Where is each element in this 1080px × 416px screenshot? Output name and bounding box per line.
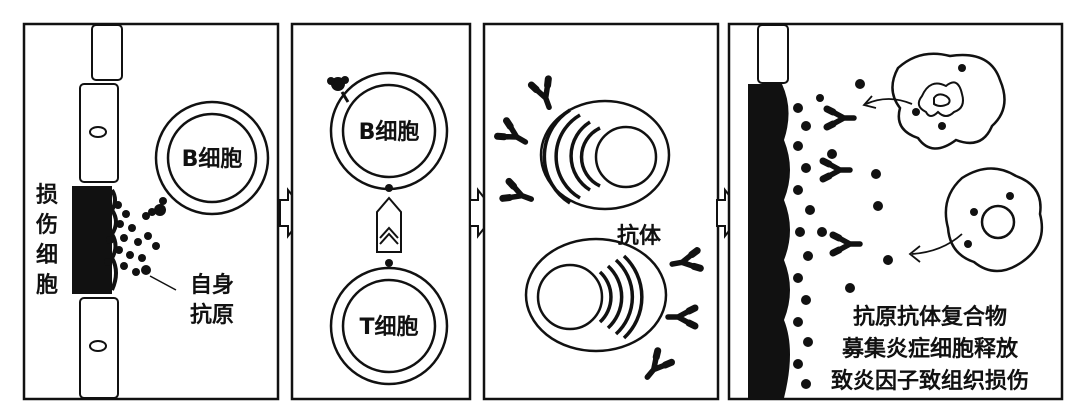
- b-cell-label-panel-2: B细胞: [359, 119, 420, 145]
- panel-4: 抗原抗体复合物 募集炎症细胞释放 致炎因子致组织损伤: [727, 22, 1064, 401]
- panel-3: 抗体: [482, 22, 720, 401]
- immune-complex-dots: [793, 79, 893, 389]
- damaged-cell-label-1: 损: [36, 183, 58, 208]
- b-cell-contact-dot: [385, 184, 393, 192]
- panel-1: 损 伤 细 胞 B细胞 自身 抗原: [22, 22, 280, 401]
- autoantigen-label-1: 自身: [190, 272, 234, 298]
- b-cell-label-panel-1: B细胞: [182, 146, 243, 172]
- recruit-arrow-top: [865, 98, 913, 105]
- damaged-cell: [72, 186, 112, 294]
- caption-line-2: 募集炎症细胞释放: [841, 336, 1019, 362]
- damaged-cell-label-3: 细: [36, 242, 58, 268]
- b-cell-panel-1: B细胞: [154, 100, 270, 216]
- plasma-cell-top: [539, 99, 671, 211]
- caption-line-3: 致炎因子致组织损伤: [831, 368, 1029, 394]
- inflammatory-cell-top: [891, 52, 1006, 150]
- autoantigen-dot: [141, 265, 151, 275]
- t-cell: T细胞: [329, 266, 449, 386]
- inflammatory-cell-bottom: [944, 167, 1044, 273]
- antibody-label: 抗体: [617, 223, 662, 249]
- autoantigen-pointer: [149, 275, 177, 291]
- cell-interaction-arrow: [376, 196, 402, 253]
- t-cell-label: T细胞: [359, 314, 418, 340]
- damaged-cell-label-4: 胞: [36, 272, 58, 298]
- panel-2: B细胞 T细胞: [290, 22, 472, 401]
- tissue-column: [79, 24, 123, 399]
- caption-line-1: 抗原抗体复合物: [853, 304, 1007, 330]
- bound-antigen-panel-1: [148, 197, 167, 216]
- autoantigen-label-2: 抗原: [190, 302, 234, 328]
- damaged-cell-label-2: 伤: [35, 213, 58, 238]
- damaged-tissue-column: [748, 24, 790, 398]
- plasma-cell-bottom: [524, 237, 668, 353]
- t-cell-contact-dot: [385, 259, 393, 267]
- b-cell-panel-2: B细胞: [329, 71, 449, 191]
- released-antigen-dots: [104, 201, 160, 276]
- recruit-arrow-bottom: [911, 233, 963, 255]
- antigen-receptor-panel-2: [327, 76, 350, 103]
